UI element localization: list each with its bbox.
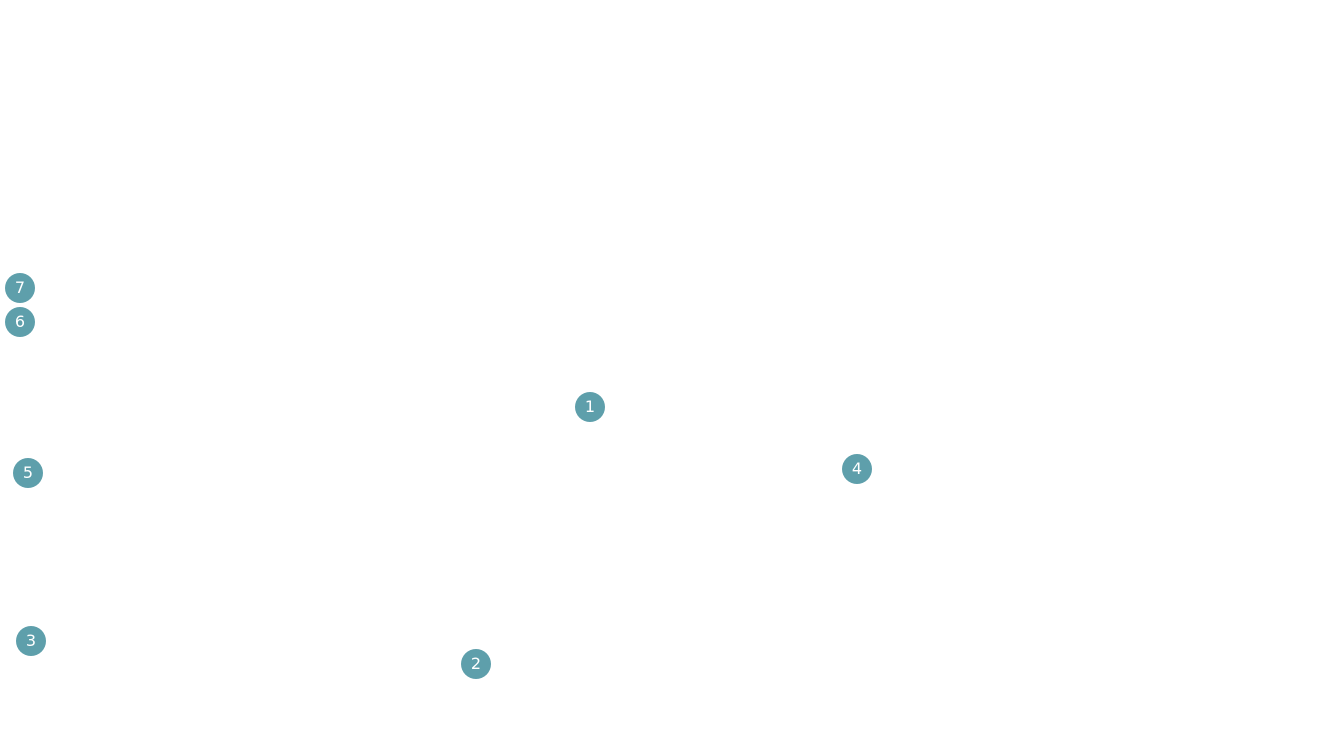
hotspot-marker-2[interactable]: 2 [461,649,491,679]
hotspot-marker-3[interactable]: 3 [16,626,46,656]
hotspot-marker-4[interactable]: 4 [842,454,872,484]
hotspot-marker-7[interactable]: 7 [5,273,35,303]
hotspot-marker-1[interactable]: 1 [575,392,605,422]
hotspot-marker-5[interactable]: 5 [13,458,43,488]
hotspot-marker-6[interactable]: 6 [5,307,35,337]
